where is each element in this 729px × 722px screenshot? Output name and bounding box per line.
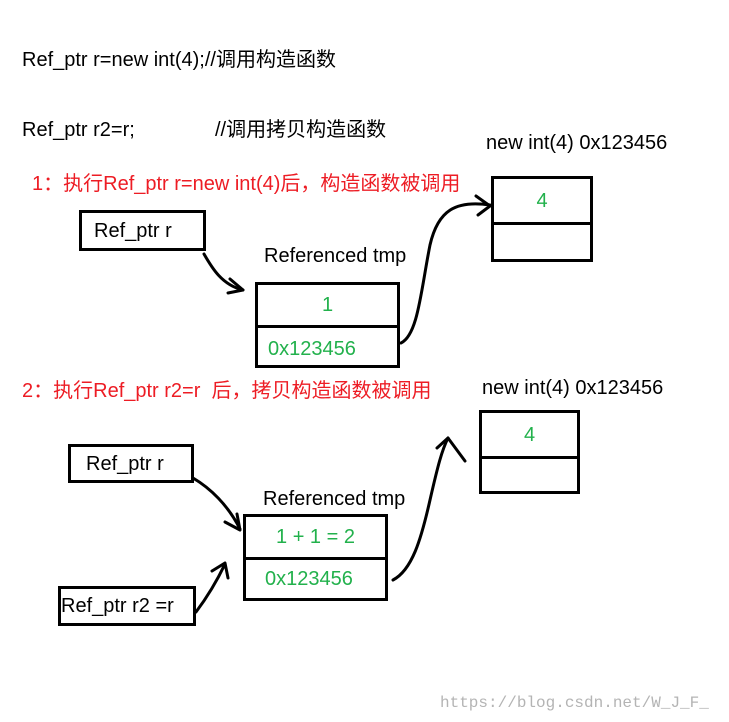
step2-ref-count-cell: 1 + 1 = 2 bbox=[246, 517, 385, 560]
step1-pointer-r-label: Ref_ptr r bbox=[94, 219, 172, 242]
arrow-step1-referenced-to-heap bbox=[399, 194, 492, 345]
step2-caption: 2：执行Ref_ptr r2=r 后，拷贝构造函数被调用 bbox=[22, 380, 432, 402]
arrow-step1-r-to-referenced bbox=[202, 252, 245, 295]
step2-ref-address: 0x123456 bbox=[265, 568, 353, 590]
step1-heap-value: 4 bbox=[536, 189, 548, 212]
step2-heap-value-cell: 4 bbox=[482, 413, 577, 459]
arrow-step2-r-to-referenced bbox=[191, 476, 242, 532]
code-line-copy-comment: //调用拷贝构造函数 bbox=[215, 119, 387, 141]
step1-ref-count-cell: 1 bbox=[258, 285, 397, 328]
step2-ref-address-cell: 0x123456 bbox=[246, 560, 385, 598]
step1-ref-address: 0x123456 bbox=[268, 338, 356, 360]
arrow-step1-referenced-to-heap-line bbox=[399, 202, 492, 345]
step1-heap-empty-cell bbox=[494, 225, 590, 259]
arrow-step1-r-to-referenced-head bbox=[226, 277, 245, 295]
arrow-step2-r2-to-referenced-line bbox=[194, 562, 227, 614]
step2-pointer-r-box: Ref_ptr r bbox=[68, 444, 194, 483]
step1-referenced-box: 1 0x123456 bbox=[255, 282, 400, 368]
step2-pointer-r-label: Ref_ptr r bbox=[86, 452, 164, 475]
arrow-step2-r2-to-referenced-head bbox=[210, 561, 230, 580]
step1-ref-count: 1 bbox=[321, 294, 334, 316]
step2-referenced-box: 1 + 1 = 2 0x123456 bbox=[243, 514, 388, 601]
step2-pointer-r2-box: Ref_ptr r2 =r bbox=[58, 586, 196, 626]
arrow-step1-referenced-to-heap-head bbox=[474, 194, 492, 217]
arrow-step2-r2-to-referenced bbox=[194, 561, 230, 614]
watermark-url: https://blog.csdn.net/W_J_F_ bbox=[440, 694, 709, 712]
step1-heap-value-cell: 4 bbox=[494, 179, 590, 225]
arrow-step2-referenced-to-heap-head bbox=[435, 436, 467, 463]
code-line-constructor: Ref_ptr r=new int(4);//调用构造函数 bbox=[22, 49, 336, 71]
step1-heap-box: 4 bbox=[491, 176, 593, 262]
step1-caption: 1：执行Ref_ptr r=new int(4)后，构造函数被调用 bbox=[32, 173, 461, 195]
step2-ref-count: 1 + 1 = 2 bbox=[276, 526, 355, 548]
code-line-copy: Ref_ptr r2=r; bbox=[22, 119, 135, 141]
step2-pointer-r2-label: Ref_ptr r2 =r bbox=[61, 595, 174, 617]
step1-ref-address-cell: 0x123456 bbox=[258, 328, 397, 365]
step1-pointer-r-box: Ref_ptr r bbox=[79, 210, 206, 251]
arrow-step2-r-to-referenced-head bbox=[223, 512, 242, 532]
step2-heap-box: 4 bbox=[479, 410, 580, 494]
arrow-step2-r-to-referenced-line bbox=[191, 476, 242, 531]
step2-heap-empty-cell bbox=[482, 459, 577, 491]
step2-heap-title: new int(4) 0x123456 bbox=[482, 377, 664, 399]
arrow-step1-r-to-referenced-line bbox=[202, 252, 245, 292]
step2-referenced-title: Referenced tmp bbox=[263, 488, 406, 510]
step2-heap-value: 4 bbox=[523, 423, 536, 446]
step1-referenced-title: Referenced tmp bbox=[264, 245, 407, 267]
step1-heap-title: new int(4) 0x123456 bbox=[486, 132, 668, 154]
